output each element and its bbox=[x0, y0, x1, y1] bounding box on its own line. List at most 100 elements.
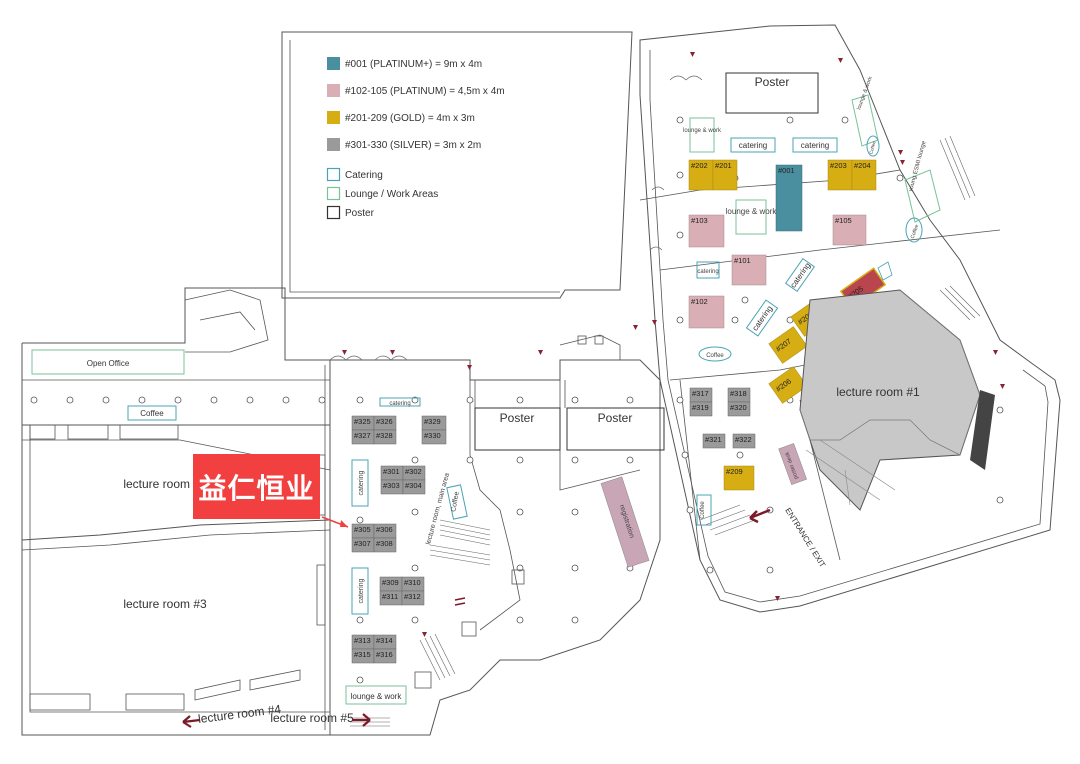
lecture-room-1 bbox=[799, 289, 981, 511]
arrow-lecture-room-4 bbox=[182, 715, 201, 728]
booth-302: #302 bbox=[405, 467, 422, 476]
legend-swatch-gold bbox=[327, 111, 340, 124]
booth-319: #319 bbox=[692, 403, 709, 412]
registration-desk bbox=[600, 476, 650, 568]
booth-313: #313 bbox=[354, 636, 371, 645]
lecture-room-3-label: lecture room #3 bbox=[123, 597, 207, 611]
poster-label-center-2: Poster bbox=[598, 411, 633, 425]
coffee-label-center: Coffee bbox=[450, 491, 460, 513]
lecture-room-5-label: lecture room #5 bbox=[270, 711, 354, 725]
booth-303: #303 bbox=[383, 481, 400, 490]
catering-area-lower bbox=[351, 567, 369, 615]
legend-swatch-silver bbox=[327, 138, 340, 151]
catering-area-middle bbox=[351, 459, 369, 507]
poster-area-center-1 bbox=[474, 407, 561, 451]
booth-316: #316 bbox=[376, 650, 393, 659]
poster-area-center-2 bbox=[566, 407, 665, 451]
lounge-work-label-side: lounge & work bbox=[856, 76, 874, 111]
coffee-area-left bbox=[127, 405, 177, 421]
entrance-exit-label: ENTRANCE / EXIT bbox=[783, 506, 827, 569]
catering-label-right-2: catering bbox=[801, 141, 829, 150]
catering-label-middle: catering bbox=[358, 470, 365, 495]
legend-swatch-platinum bbox=[327, 84, 340, 97]
booth-318: #318 bbox=[730, 389, 747, 398]
lounge-work-label-bottom: lounge & work bbox=[351, 692, 403, 701]
catering-area-right-4 bbox=[784, 258, 816, 292]
lecture-room-2-label: lecture room #2 bbox=[123, 477, 207, 491]
booth-203: #203 bbox=[830, 161, 847, 170]
booth-305: #305 bbox=[354, 525, 371, 534]
booth-315: #315 bbox=[354, 650, 371, 659]
booth-202: #202 bbox=[691, 161, 708, 170]
catering-area-right-2 bbox=[792, 137, 838, 153]
stair-arrow-icon bbox=[454, 597, 466, 606]
booth-314: #314 bbox=[376, 636, 393, 645]
catering-area-right-1 bbox=[730, 137, 776, 153]
callout-arrowhead-icon bbox=[340, 520, 348, 527]
booth-001: #001 bbox=[778, 166, 795, 175]
catering-label-lower: catering bbox=[358, 578, 365, 603]
poster-desk bbox=[778, 443, 807, 485]
legend-label-platinum-plus: #001 (PLATINUM+) = 9m x 4m bbox=[345, 59, 482, 70]
catering-area-right-3 bbox=[696, 261, 720, 279]
coffee-label-side: Coffee bbox=[868, 140, 876, 155]
legend: #001 (PLATINUM+) = 9m x 4m #102-105 (PLA… bbox=[326, 57, 505, 220]
lounge-work-area-top bbox=[689, 117, 715, 153]
lecture-room-1-label: lecture room #1 bbox=[836, 385, 920, 399]
booth-327: #327 bbox=[354, 431, 371, 440]
coffee-area-center bbox=[446, 484, 468, 520]
poster-area-top bbox=[725, 72, 819, 114]
catering-label-top: catering bbox=[389, 401, 410, 407]
legend-swatch-poster bbox=[326, 205, 341, 220]
coffee-label-right-2: Coffee bbox=[700, 501, 706, 519]
center-poster-areas: Poster Poster registration bbox=[474, 407, 665, 568]
left-rooms: Open Office Coffee lecture room #2 lectu… bbox=[29, 349, 371, 728]
booth-308: #308 bbox=[376, 539, 393, 548]
coffee-area-side bbox=[866, 135, 880, 157]
booth-001-block bbox=[775, 164, 803, 232]
lecture-room-1-stage bbox=[970, 390, 995, 470]
lounge-work-area-center-right bbox=[735, 199, 767, 235]
arrow-lecture-room-5 bbox=[352, 713, 371, 727]
booth-312: #312 bbox=[404, 592, 421, 601]
coffee-area-right-2 bbox=[696, 494, 712, 526]
booth-309: #309 bbox=[382, 578, 399, 587]
coffee-label-young: Coffee bbox=[910, 224, 921, 240]
legend-swatch-lounge bbox=[326, 186, 341, 201]
lounge-work-label-top: lounge & work bbox=[683, 128, 722, 134]
young-esmi-lounge-area bbox=[904, 169, 941, 223]
booth-326: #326 bbox=[376, 417, 393, 426]
legend-label-platinum: #102-105 (PLATINUM) = 4,5m x 4m bbox=[345, 86, 505, 97]
coffee-area-right bbox=[698, 346, 732, 362]
booth-320: #320 bbox=[730, 403, 747, 412]
booth-304: #304 bbox=[405, 481, 422, 490]
catering-area-right-5 bbox=[745, 299, 779, 337]
young-esmi-lounge-label: young ESMI lounge bbox=[908, 140, 928, 193]
legend-swatch-catering bbox=[326, 167, 341, 182]
entrance-arrow-icon bbox=[749, 508, 771, 524]
booth-306: #306 bbox=[376, 525, 393, 534]
booth-105: #105 bbox=[835, 216, 852, 225]
open-office-area bbox=[31, 349, 185, 375]
booth-201: #201 bbox=[715, 161, 732, 170]
building-walls bbox=[21, 24, 1061, 736]
lecture-room-main-area-label: lecture room, main area bbox=[425, 472, 451, 545]
legend-label-lounge: Lounge / Work Areas bbox=[345, 189, 438, 200]
lounge-work-label-center-right: lounge & work bbox=[726, 207, 778, 216]
right-wing: Poster lounge & work catering catering #… bbox=[683, 72, 995, 569]
booth-209: #209 bbox=[726, 467, 743, 476]
booth-301: #301 bbox=[383, 467, 400, 476]
legend-label-catering: Catering bbox=[345, 170, 383, 181]
booth-103: #103 bbox=[691, 216, 708, 225]
lounge-work-area-side bbox=[851, 94, 879, 147]
booth-322: #322 bbox=[735, 435, 752, 444]
open-office-label: Open Office bbox=[87, 359, 130, 368]
booth-317: #317 bbox=[692, 389, 709, 398]
legend-swatch-platinum-plus bbox=[327, 57, 340, 70]
poster-label-center-1: Poster bbox=[500, 411, 535, 425]
legend-label-poster: Poster bbox=[345, 208, 375, 219]
booth-330: #330 bbox=[424, 431, 441, 440]
booth-329: #329 bbox=[424, 417, 441, 426]
booth-310: #310 bbox=[404, 578, 421, 587]
